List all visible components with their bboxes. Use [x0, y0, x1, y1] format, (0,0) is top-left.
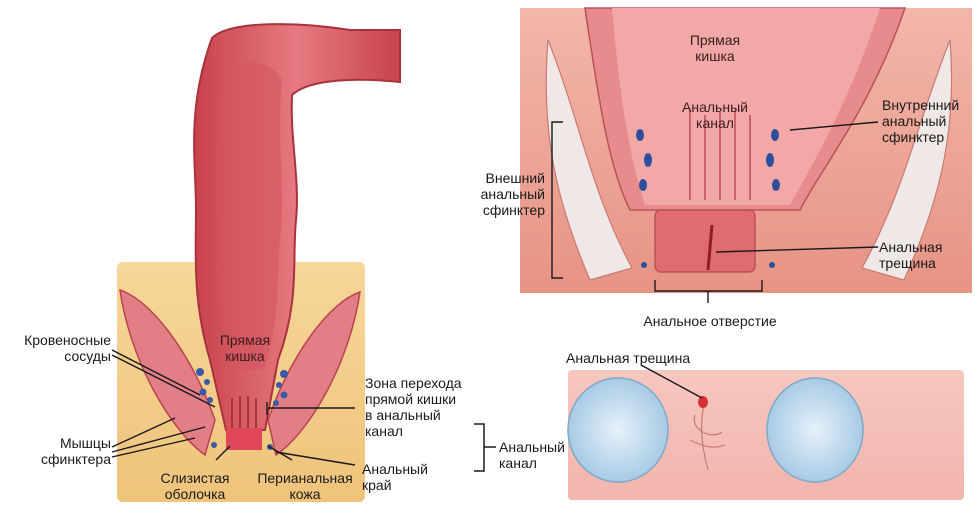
anal-canal-region	[226, 428, 262, 450]
top-rectum-label: Прямая кишка	[680, 32, 750, 64]
colon-lumen	[216, 63, 282, 370]
anal-canal-label: Анальный канал	[499, 439, 589, 471]
sphincter-muscles-label: Мышцы сфинктера	[18, 435, 111, 467]
anal-verge-label: Анальный край	[362, 461, 452, 493]
bottom-anal-fissure-label: Анальная трещина	[566, 350, 716, 366]
transition-zone-label: Зона перехода прямой кишки в анальный ка…	[365, 375, 485, 439]
external-sphincter-label: Внешний анальный сфинктер	[440, 170, 545, 218]
anal-opening-label: Анальное отверстие	[620, 313, 800, 329]
bottom-right-illustration	[568, 365, 964, 500]
top-anal-canal-label: Анальный канал	[670, 99, 760, 131]
mucosa-label: Слизистая оболочка	[150, 470, 240, 502]
perianal-skin-label: Перианальная кожа	[250, 470, 360, 502]
right-glove	[767, 378, 863, 482]
left-rectum-label: Прямая кишка	[210, 332, 280, 364]
anal-opening-block	[655, 210, 755, 272]
top-anal-fissure-label: Анальная трещина	[879, 239, 969, 271]
fissure-spot	[698, 396, 708, 408]
internal-sphincter-label: Внутренний анальный сфинктер	[882, 97, 972, 145]
blood-vessels-label: Кровеносные сосуды	[3, 332, 111, 364]
